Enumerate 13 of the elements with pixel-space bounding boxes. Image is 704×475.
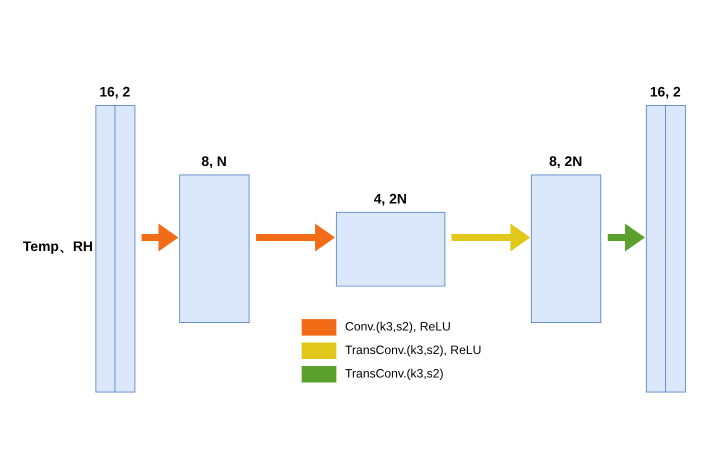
legend-label: Conv.(k3,s2), ReLU (345, 320, 451, 334)
node-label: 8, N (201, 153, 227, 170)
node-label: 16, 2 (99, 84, 130, 100)
arrow (608, 224, 645, 252)
legend-label: TransConv.(k3,s2), ReLU (345, 343, 482, 358)
node-label: 8, 2N (549, 153, 582, 170)
legend-label: TransConv.(k3,s2) (345, 366, 444, 380)
node-label: 4, 2N (374, 190, 407, 206)
node-label: Temp、RH (22, 238, 93, 254)
arrow (256, 224, 336, 252)
arrow (451, 224, 530, 252)
arrow (142, 224, 178, 252)
node-label: 16, 2 (650, 84, 681, 100)
